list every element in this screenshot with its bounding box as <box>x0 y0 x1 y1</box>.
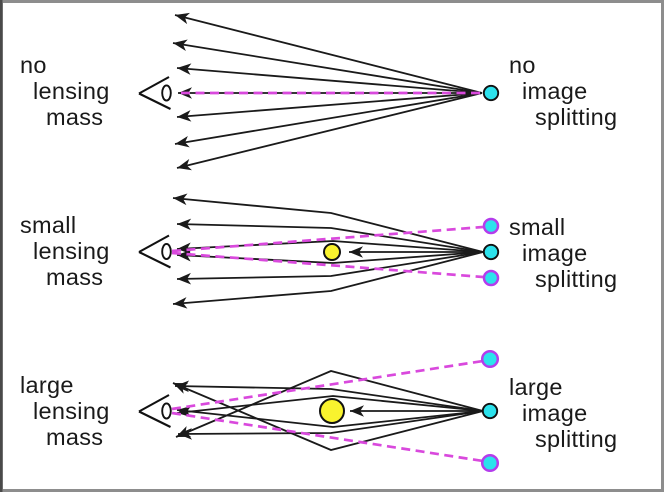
apparent-image-dot-lower <box>482 269 500 287</box>
apparent-image-dot-upper <box>482 217 500 235</box>
label-line: small <box>509 214 566 240</box>
sight-line-upper <box>171 359 484 411</box>
label-line: lensing <box>33 398 110 424</box>
label-line: image <box>522 240 588 266</box>
apparent-image-dot-lower <box>480 453 500 473</box>
label-line: lensing <box>33 238 110 264</box>
panel-no-lensing <box>137 12 500 171</box>
label-line: no <box>20 52 47 78</box>
light-rays <box>172 12 483 171</box>
eye-icon <box>137 393 172 429</box>
sight-line-lower <box>171 411 484 463</box>
label-line: image <box>522 400 588 426</box>
label-line: lensing <box>33 78 110 104</box>
eye-icon <box>137 75 172 111</box>
label-line: mass <box>46 104 104 130</box>
label-no-image-splitting: no image splitting <box>509 52 617 130</box>
label-line: mass <box>46 424 104 450</box>
source-dot <box>482 243 500 261</box>
panel-large-lensing <box>137 349 500 473</box>
apparent-image-dot-upper <box>480 349 500 369</box>
lensing-mass-ball-small <box>323 243 341 261</box>
label-line: splitting <box>535 426 618 452</box>
light-rays <box>172 370 484 451</box>
panel-small-lensing <box>137 193 500 309</box>
light-rays <box>172 193 484 309</box>
label-no-lensing-mass: no lensing mass <box>20 52 110 130</box>
label-line: large <box>20 372 74 398</box>
label-line: mass <box>46 264 104 290</box>
label-line: splitting <box>535 104 618 130</box>
label-line: splitting <box>535 266 618 292</box>
sight-line-upper <box>171 225 484 253</box>
label-line: large <box>509 374 563 400</box>
label-large-lensing-mass: large lensing mass <box>20 372 110 450</box>
label-line: no <box>509 52 536 78</box>
label-line: small <box>20 212 77 238</box>
lensing-mass-ball-large <box>319 398 345 424</box>
label-large-image-splitting: large image splitting <box>509 374 617 452</box>
source-dot <box>481 402 499 420</box>
source-dot <box>482 84 500 102</box>
label-small-lensing-mass: small lensing mass <box>20 212 110 290</box>
label-line: image <box>522 78 588 104</box>
sight-line-lower <box>171 251 484 279</box>
eye-icon <box>137 234 172 269</box>
label-small-image-splitting: small image splitting <box>509 214 617 292</box>
